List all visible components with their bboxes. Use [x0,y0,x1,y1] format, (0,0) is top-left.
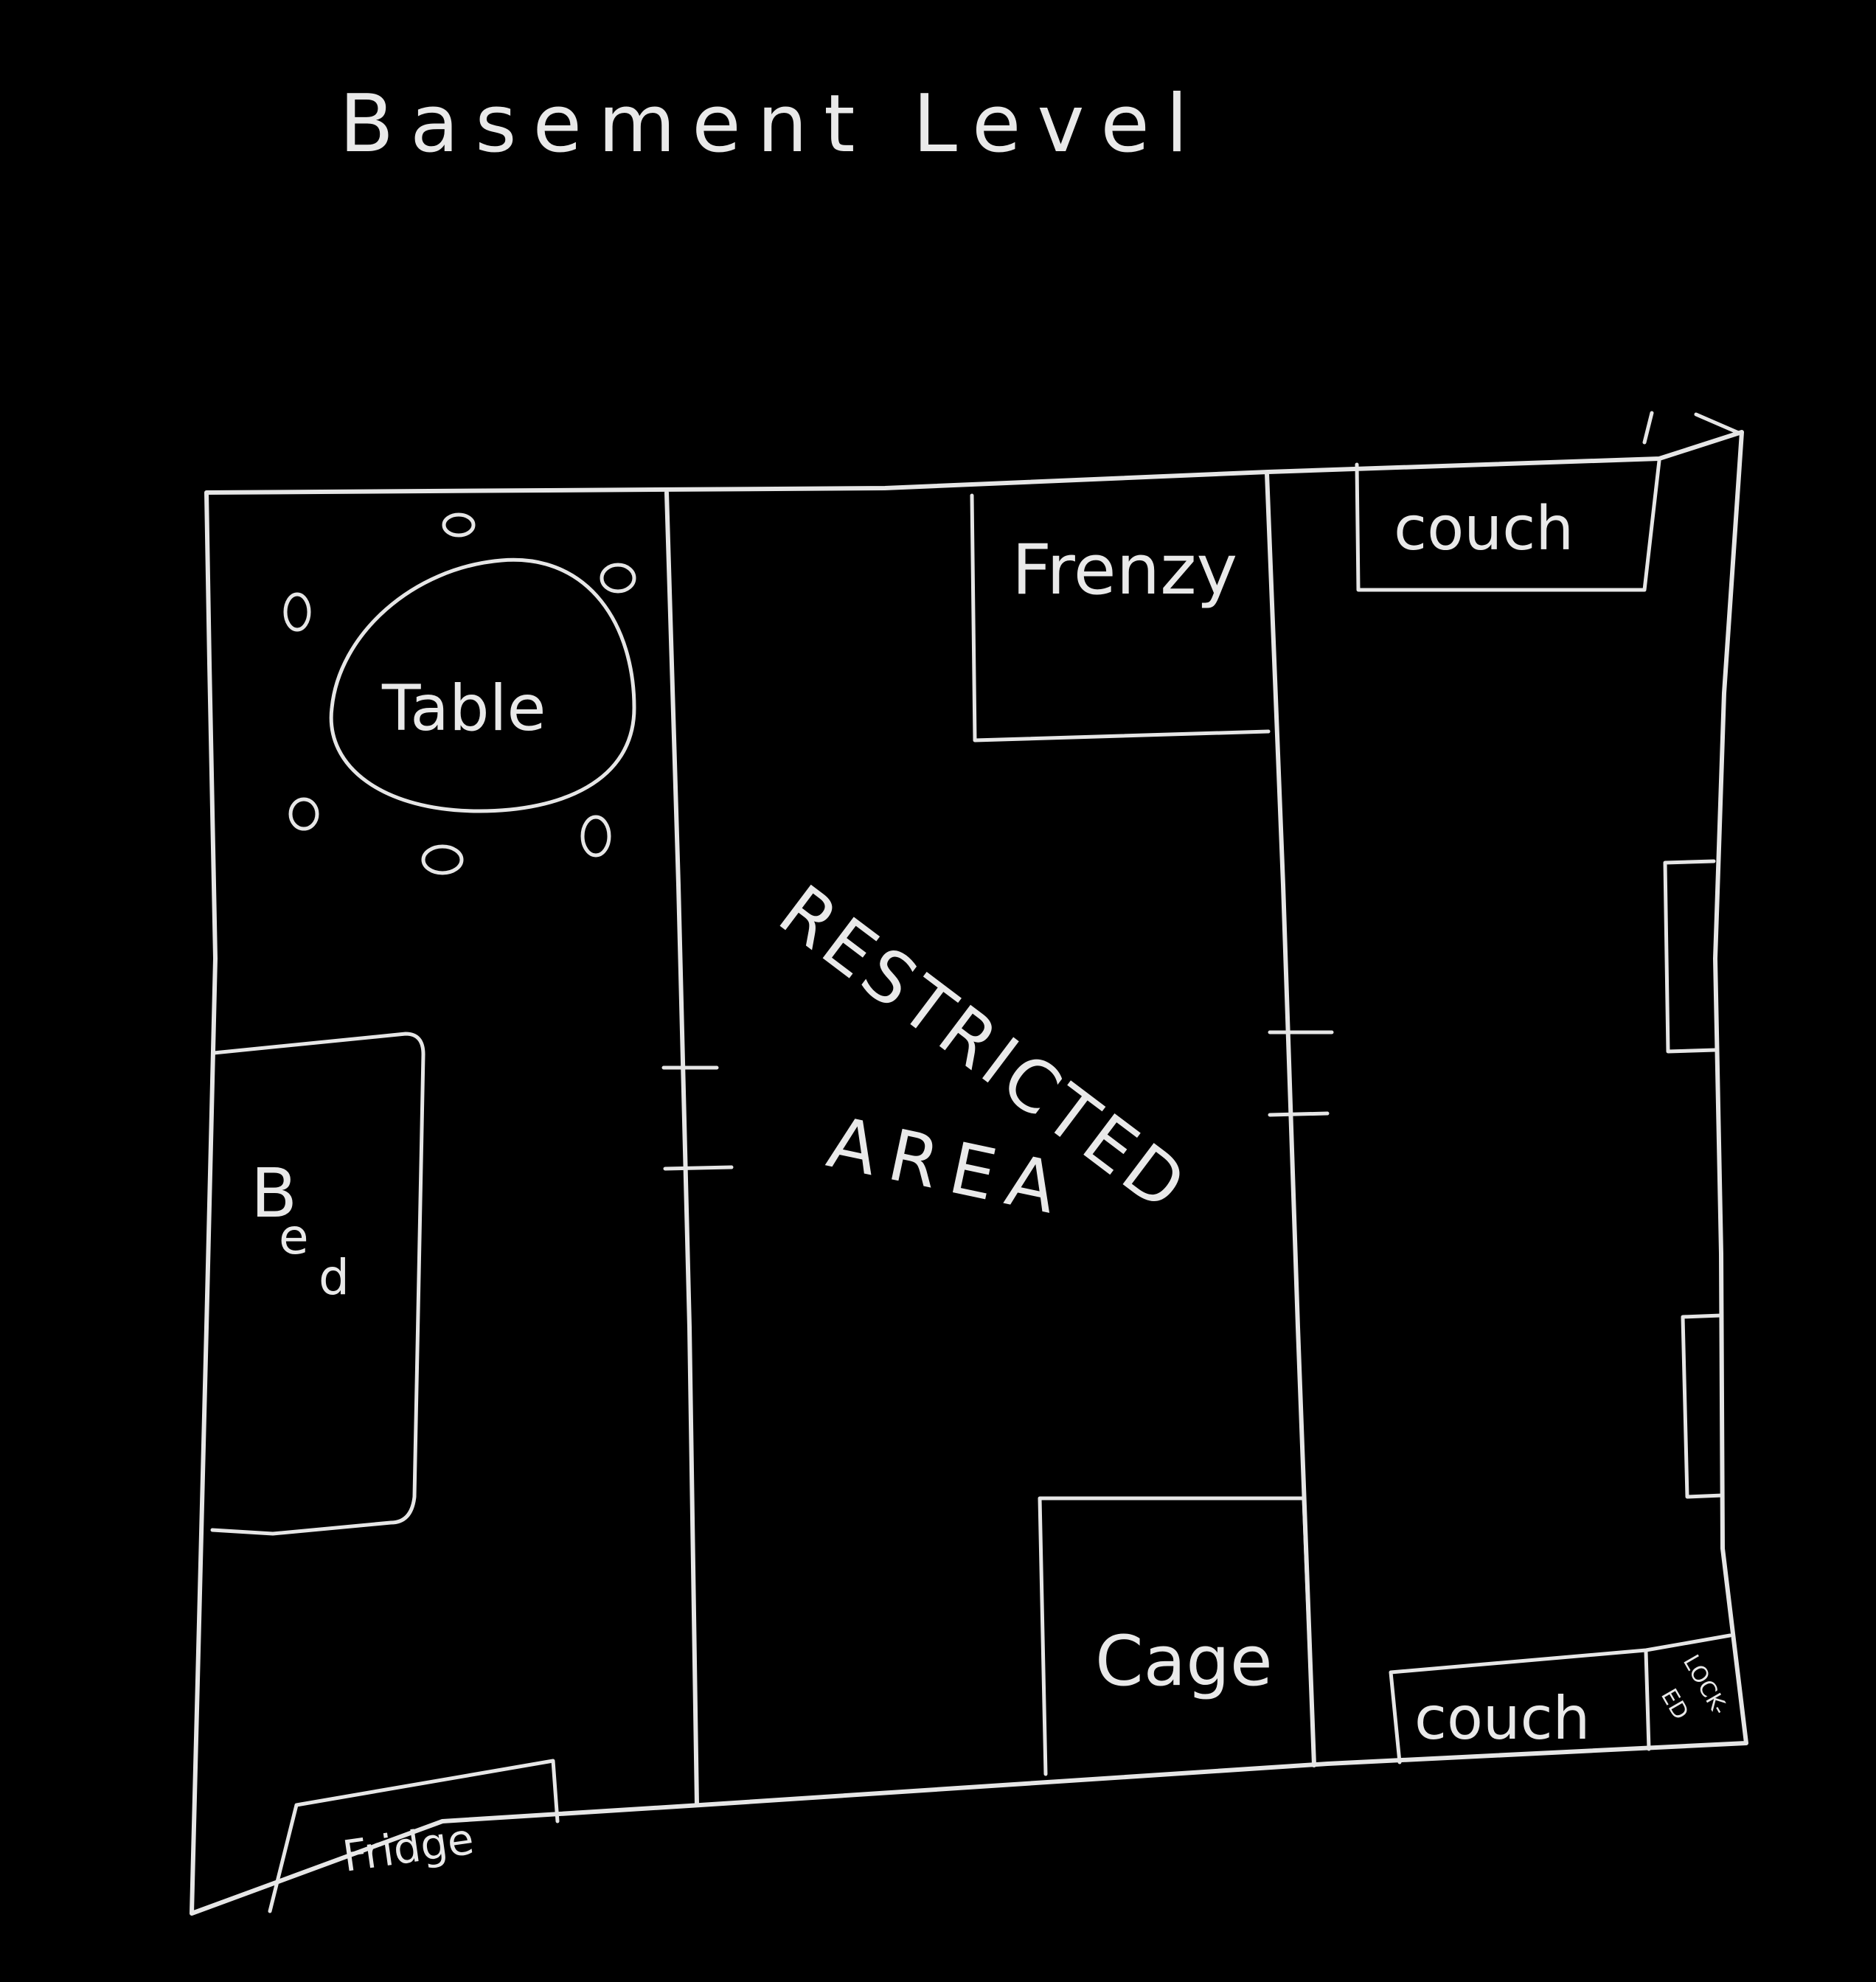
couch-bottom [1389,1633,1732,1764]
bed-label-d: d [319,1249,350,1306]
couch-top [1355,459,1661,592]
couch-top-label: couch [1394,494,1574,564]
couch-bottom-label: couch [1414,1684,1590,1753]
locked-label-2: ED [1656,1685,1693,1725]
door-right [1268,1030,1334,1117]
frenzy-box [970,493,1271,743]
door-left [661,1065,734,1171]
table-label: Table [381,672,546,745]
frenzy-label: Frenzy [1012,530,1237,611]
chair-icon [421,844,464,875]
chair-icon [288,797,319,831]
corner-mark [1642,411,1743,445]
table [329,557,636,813]
fridge-box [268,1759,560,1913]
bed-label-b: B [251,1154,297,1233]
window-upper [1663,859,1717,1054]
chair-icon [580,815,611,858]
wall-left [664,490,699,1807]
locked-divider [1644,1649,1651,1751]
bed [210,1032,425,1536]
cage-label: Cage [1095,1621,1273,1702]
fridge-label: Fridge [339,1814,476,1882]
page-title: Basement Level [339,78,1204,170]
chair-icon [283,592,311,632]
chair-icon [600,563,636,594]
outer-wall [190,430,1748,1916]
window-lower [1681,1313,1725,1499]
bed-label-e: e [279,1209,309,1265]
chair-icon [442,512,476,538]
cage-box [1038,1496,1316,1776]
